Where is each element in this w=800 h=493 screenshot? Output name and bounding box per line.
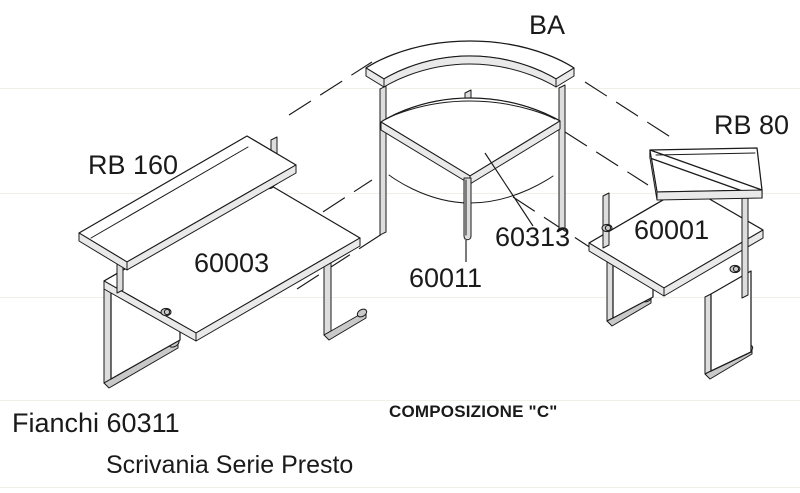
- label-composizione: COMPOSIZIONE "C": [389, 402, 558, 421]
- label-rb80: RB 80: [714, 110, 790, 140]
- left-workstation-group: [78, 135, 368, 389]
- shelf-top-rb80: [649, 147, 763, 201]
- label-fianchi: Fianchi 60311: [12, 408, 180, 438]
- leader-60313: [484, 152, 534, 227]
- background-rule-3: [0, 297, 800, 298]
- background-rule-1: [0, 88, 800, 89]
- label-60011: 60011: [409, 263, 483, 293]
- label-60003: 60003: [194, 248, 270, 278]
- label-serie: Scrivania Serie Presto: [106, 451, 354, 479]
- label-60001: 60001: [634, 215, 710, 245]
- guide-line-left-upper: [288, 61, 373, 116]
- guide-line-right-upper: [584, 81, 673, 139]
- assembly-guide-lines: [288, 61, 673, 290]
- shelf-ba: [365, 40, 575, 88]
- background-rule-2: [0, 193, 800, 194]
- worktop-60313: [380, 97, 561, 185]
- right-workstation-group: [588, 147, 764, 380]
- desk-top-60001: [588, 185, 764, 297]
- label-rb160: RB 160: [88, 150, 179, 180]
- background-rule-4: [0, 400, 800, 401]
- guide-line-right-bottom: [512, 196, 598, 253]
- shelf-top-rb160: [78, 135, 297, 271]
- background-rule-5: [0, 487, 800, 488]
- label-60313: 60313: [495, 222, 571, 252]
- leader-lines: [465, 152, 534, 262]
- guide-line-left-bottom: [296, 231, 386, 290]
- centre-leg-60011: [463, 177, 472, 241]
- rb80-uprights: [601, 183, 749, 299]
- guide-line-right-lower: [564, 131, 649, 186]
- corner-unit-group: [365, 40, 575, 241]
- left-desk-leg-far: [323, 248, 368, 341]
- label-ba: BA: [529, 10, 566, 40]
